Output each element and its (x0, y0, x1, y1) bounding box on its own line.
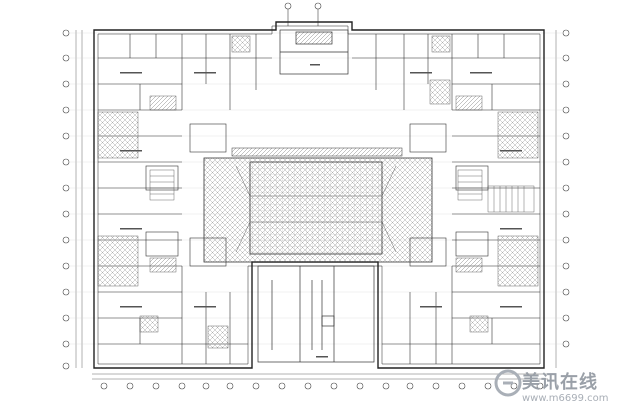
bottom-axis-bubbles (100, 382, 544, 390)
central-atrium (203, 147, 433, 263)
right-axis-bubbles (562, 29, 570, 348)
annotation-marks (120, 64, 522, 358)
left-dimension-line (75, 30, 83, 368)
bottom-dimension-line (92, 373, 548, 380)
entrance-hall (257, 265, 375, 363)
top-entrance (279, 29, 349, 75)
left-axis-bubbles (62, 29, 70, 370)
left-hatched-areas (97, 35, 251, 349)
top-axis-markers (284, 2, 322, 26)
watermark-url: www.m6699.com (522, 393, 609, 404)
outer-wall (93, 21, 545, 369)
right-hatched-areas (429, 35, 539, 333)
stairs (149, 169, 535, 213)
right-rooms (352, 34, 540, 364)
watermark-text: 美讯在线 (522, 372, 598, 393)
watermark-logo-icon (494, 369, 522, 397)
